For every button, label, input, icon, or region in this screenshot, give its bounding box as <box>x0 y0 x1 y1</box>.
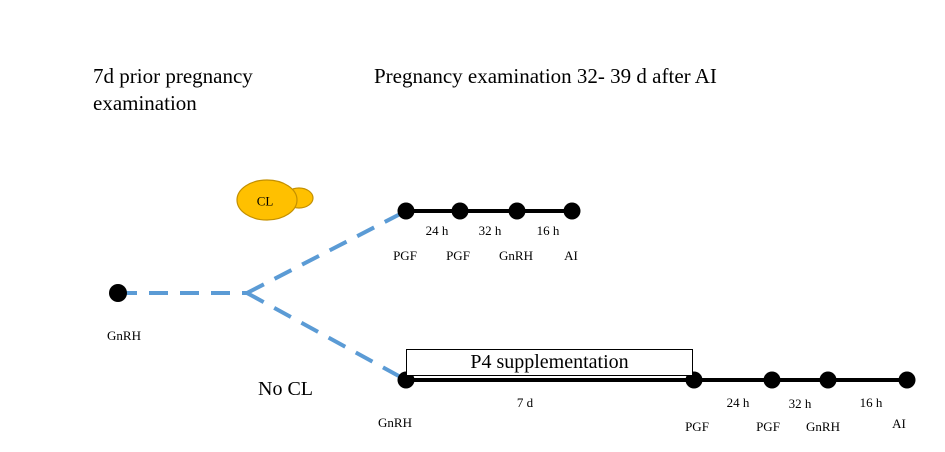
cl-event-label: PGF <box>393 248 417 263</box>
no-cl-event-dot <box>819 371 837 389</box>
corpus-luteum-icon <box>236 179 314 221</box>
cl-event-dot <box>508 202 526 220</box>
cl-interval-label: 24 h <box>425 223 449 238</box>
no-cl-event-label: GnRH <box>806 419 840 434</box>
no-cl-event-dot <box>763 371 781 389</box>
cl-event-label: AI <box>564 248 578 263</box>
cl-badge-label: CL <box>256 193 274 209</box>
no-cl-event-label: GnRH <box>378 415 412 430</box>
no-cl-event-label: PGF <box>685 419 709 434</box>
no-cl-event-label: PGF <box>756 419 780 434</box>
no-cl-dashed-branch <box>246 291 407 382</box>
cl-event-dot <box>563 202 581 220</box>
p4-supplementation-box: P4 supplementation <box>406 349 693 376</box>
no-cl-event-label: AI <box>892 416 906 431</box>
right-heading: Pregnancy examination 32- 39 d after AI <box>374 64 717 88</box>
no-cl-interval-label: 32 h <box>788 396 812 411</box>
cl-event-dot <box>397 202 415 220</box>
no-cl-title: No CL <box>258 378 313 400</box>
start-gnrh-label: GnRH <box>107 328 141 343</box>
no-cl-event-dot <box>898 371 916 389</box>
left-heading-line2: examination <box>93 91 197 115</box>
start-gnrh-dot <box>109 284 127 302</box>
no-cl-interval-label: 24 h <box>726 395 750 410</box>
cl-interval-label: 32 h <box>478 223 502 238</box>
cl-event-label: GnRH <box>499 248 533 263</box>
cl-dashed-branch <box>246 209 407 295</box>
no-cl-interval-label: 16 h <box>859 395 883 410</box>
cl-interval-label: 16 h <box>536 223 560 238</box>
cl-event-label: PGF <box>446 248 470 263</box>
cl-event-dot <box>451 202 469 220</box>
no-cl-interval-label: 7 d <box>516 395 534 410</box>
left-heading-line1: 7d prior pregnancy <box>93 64 253 88</box>
